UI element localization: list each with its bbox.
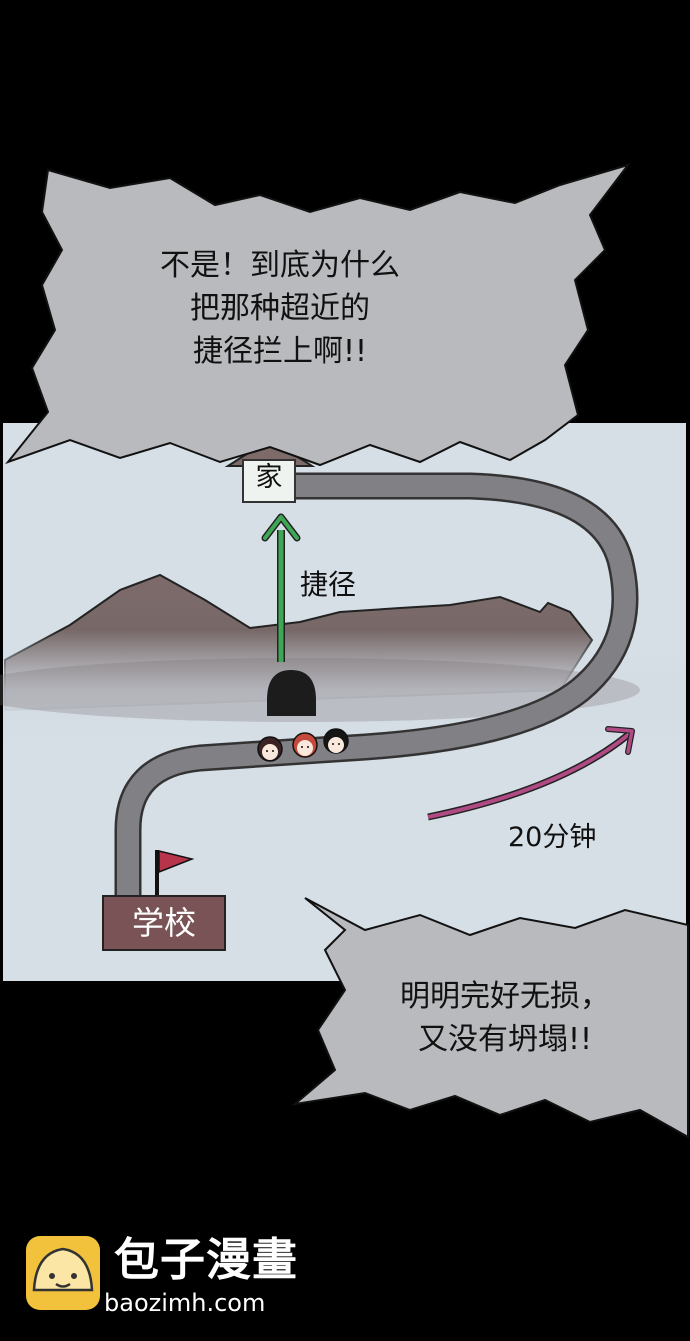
character-heads bbox=[257, 728, 349, 762]
speech-line: 把那种超近的 bbox=[190, 291, 370, 326]
character-head-middle bbox=[292, 732, 318, 758]
map-panel bbox=[0, 423, 686, 981]
school-flag bbox=[155, 850, 195, 897]
fog-dark-band bbox=[0, 658, 640, 722]
watermark-url[interactable]: baozimh.com bbox=[104, 1289, 266, 1317]
shortcut-label: 捷径 bbox=[300, 568, 357, 601]
school-label: 学校 bbox=[131, 904, 196, 942]
tunnel-entrance bbox=[267, 670, 316, 716]
shortcut-arrow bbox=[261, 513, 301, 662]
speech-line: 明明完好无损， bbox=[400, 979, 610, 1014]
home-house bbox=[224, 437, 316, 503]
watermark-logo bbox=[26, 1236, 100, 1310]
route-arrow bbox=[427, 726, 635, 821]
road bbox=[117, 475, 636, 900]
speech-text-top: 不是！到底为什么 把那种超近的 捷径拦上啊!! bbox=[110, 244, 450, 373]
school-sign bbox=[102, 895, 226, 951]
speech-line: 不是！到底为什么 bbox=[160, 248, 400, 283]
home-label: 家 bbox=[255, 462, 283, 493]
character-head-right bbox=[323, 728, 349, 754]
watermark-brand: 包子漫畫 bbox=[114, 1233, 299, 1286]
house-body bbox=[242, 459, 296, 503]
speech-bubble-bottom bbox=[291, 897, 689, 1139]
bun-icon bbox=[32, 1247, 94, 1292]
speech-text-bottom: 明明完好无损， 又没有坍塌!! bbox=[360, 975, 650, 1061]
speech-line: 捷径拦上啊!! bbox=[192, 334, 368, 369]
speech-line: 又没有坍塌!! bbox=[417, 1022, 593, 1057]
duration-label: 20分钟 bbox=[508, 822, 597, 853]
character-head-left bbox=[257, 736, 283, 762]
speech-bubble-top bbox=[5, 163, 631, 467]
